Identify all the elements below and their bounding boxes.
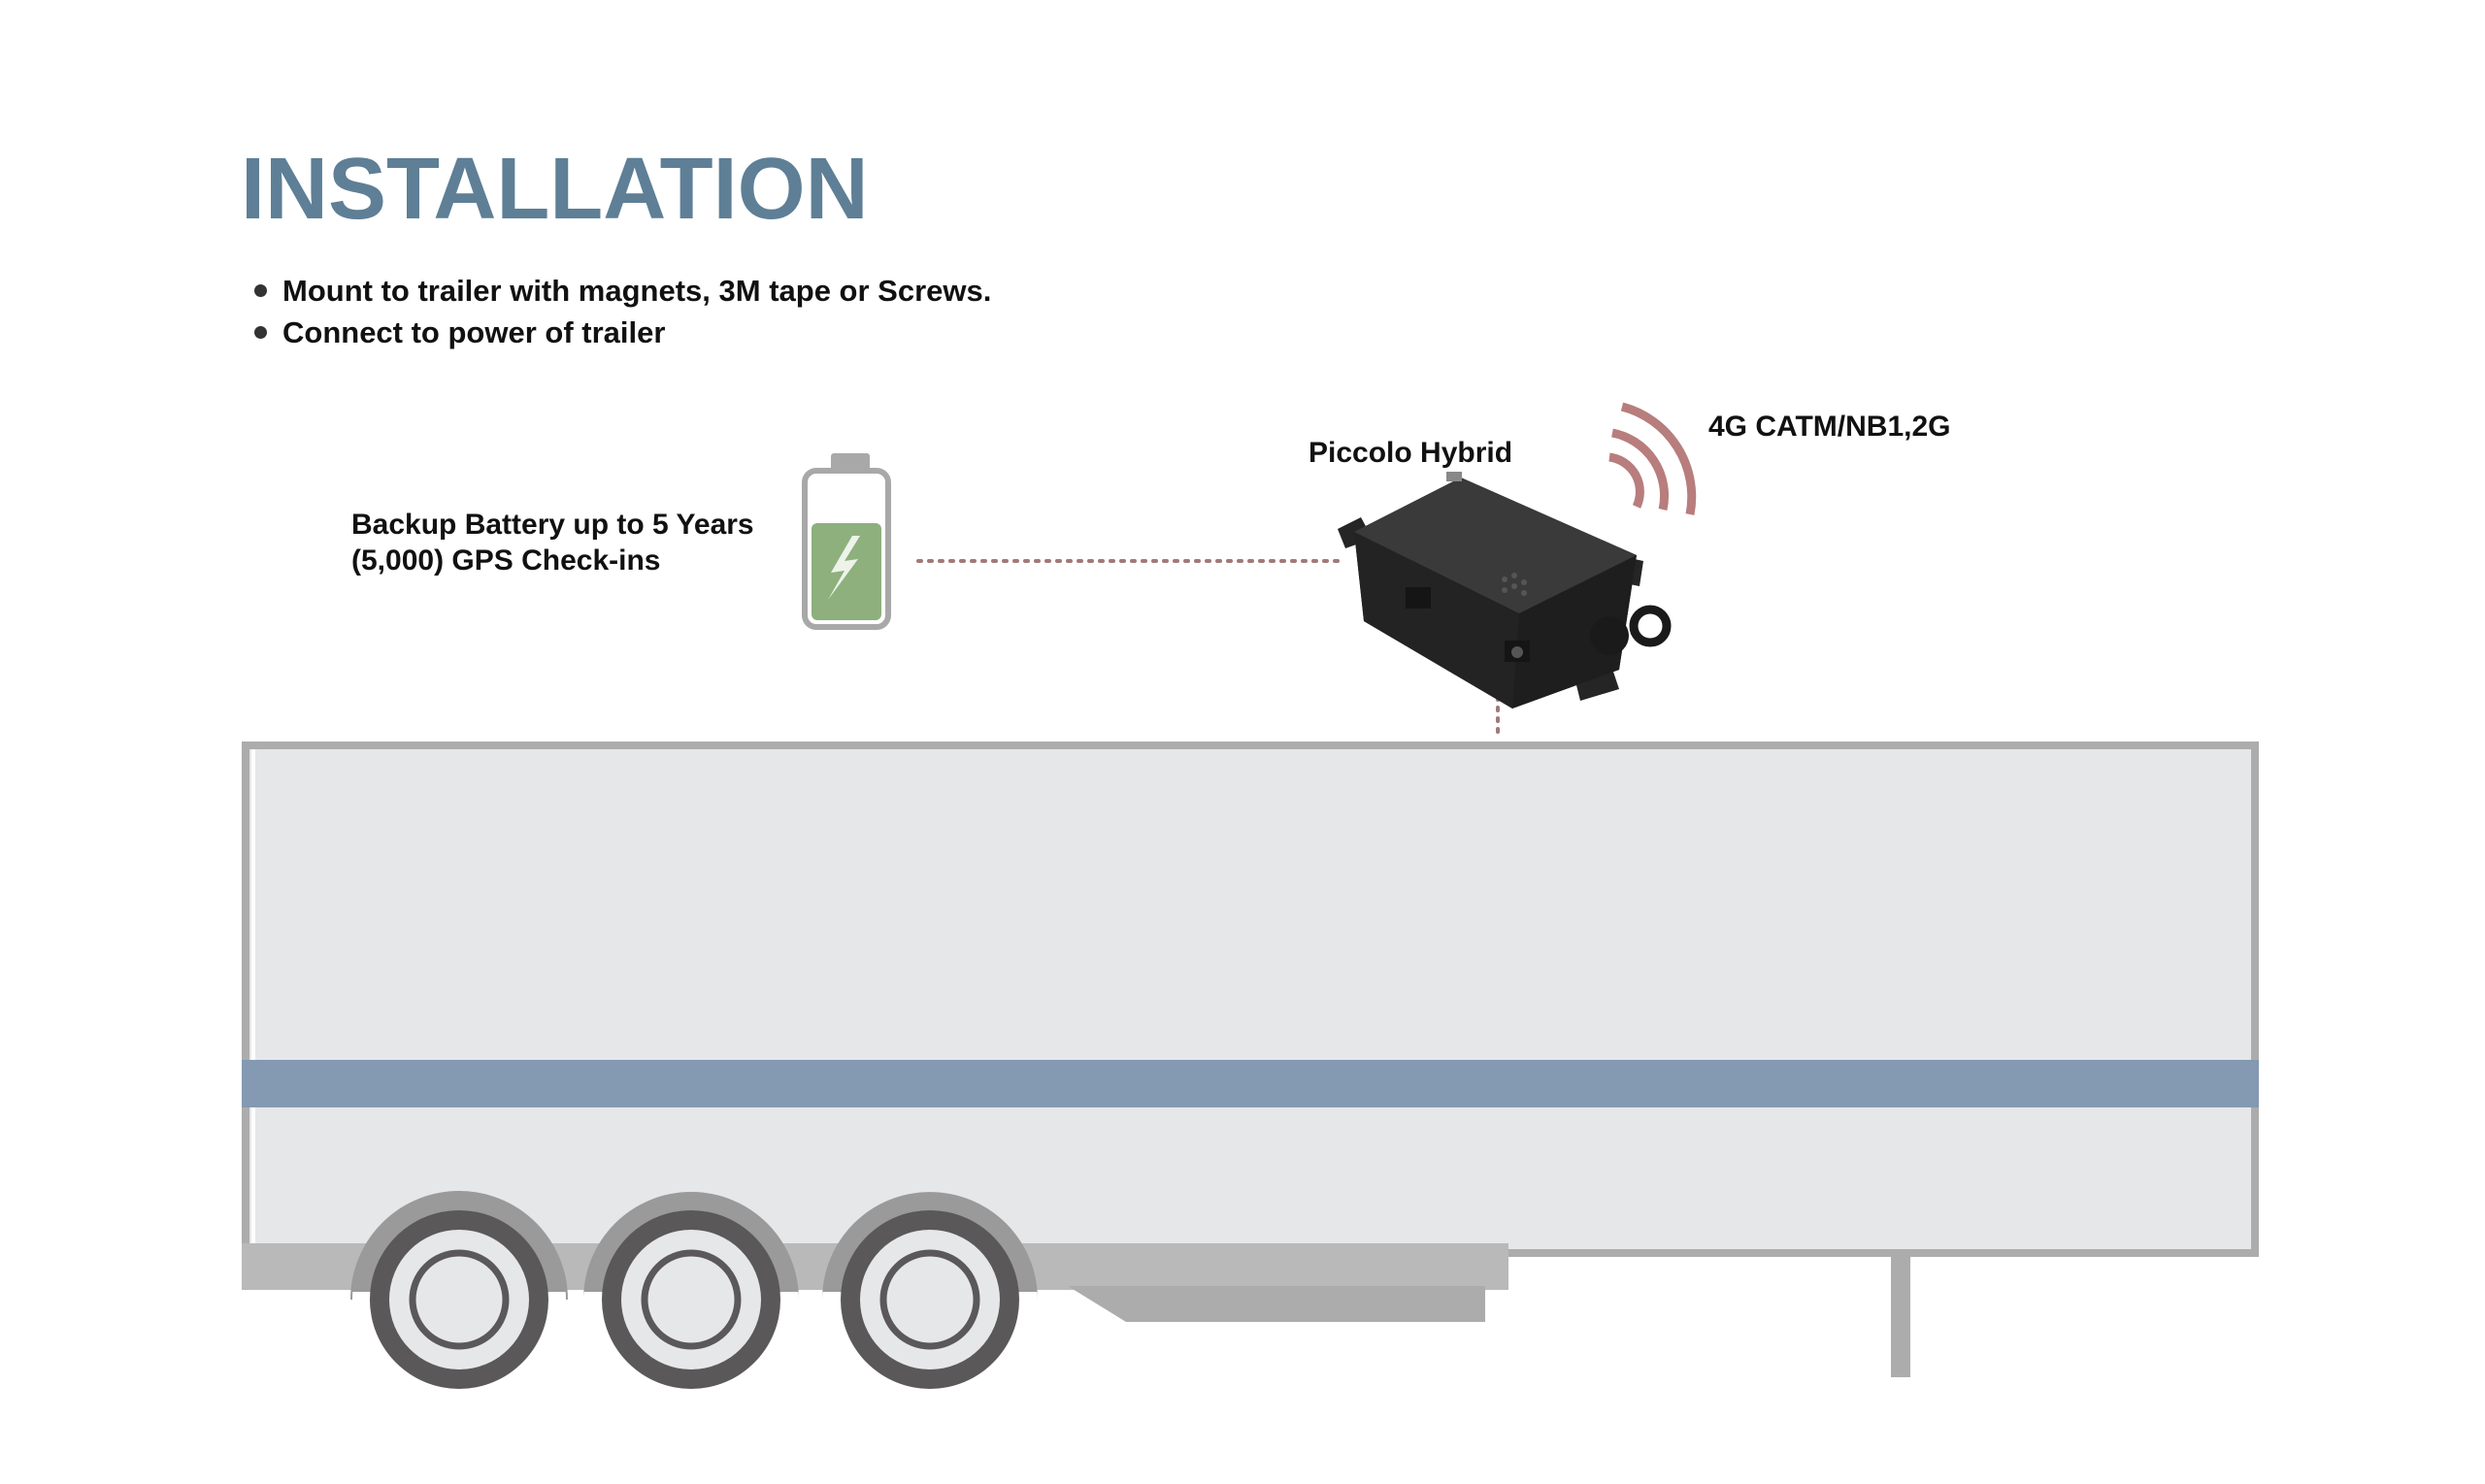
step-text: Connect to power of trailer bbox=[282, 315, 666, 349]
bullet-dot bbox=[254, 284, 267, 297]
lightning-icon bbox=[828, 536, 860, 600]
trailer-illustration bbox=[242, 742, 2259, 1389]
battery-icon bbox=[802, 453, 891, 630]
battery-label: Backup Battery up to 5 Years (5,000) GPS… bbox=[351, 507, 754, 578]
wheel bbox=[822, 1192, 1038, 1389]
battery-label-line1: Backup Battery up to 5 Years bbox=[351, 509, 754, 541]
list-item: Connect to power of trailer bbox=[254, 312, 991, 353]
wheel bbox=[583, 1192, 799, 1389]
battery-label-line2: (5,000) GPS Check-ins bbox=[351, 544, 661, 577]
tracker-device-icon bbox=[1338, 472, 1672, 709]
wheel bbox=[350, 1191, 568, 1389]
device-label: Piccolo Hybrid bbox=[1309, 437, 1513, 469]
installation-steps: Mount to trailer with magnets, 3M tape o… bbox=[254, 270, 991, 353]
network-label: 4G CATM/NB1,2G bbox=[1708, 411, 1951, 443]
trailer-body bbox=[242, 742, 2259, 1257]
signal-waves-icon bbox=[1608, 402, 1697, 515]
bullet-dot bbox=[254, 326, 267, 339]
step-text: Mount to trailer with magnets, 3M tape o… bbox=[282, 274, 992, 308]
trailer-stripe bbox=[242, 1060, 2259, 1107]
page-title: INSTALLATION bbox=[241, 141, 869, 238]
list-item: Mount to trailer with magnets, 3M tape o… bbox=[254, 270, 991, 312]
landing-gear bbox=[1891, 1253, 1910, 1377]
